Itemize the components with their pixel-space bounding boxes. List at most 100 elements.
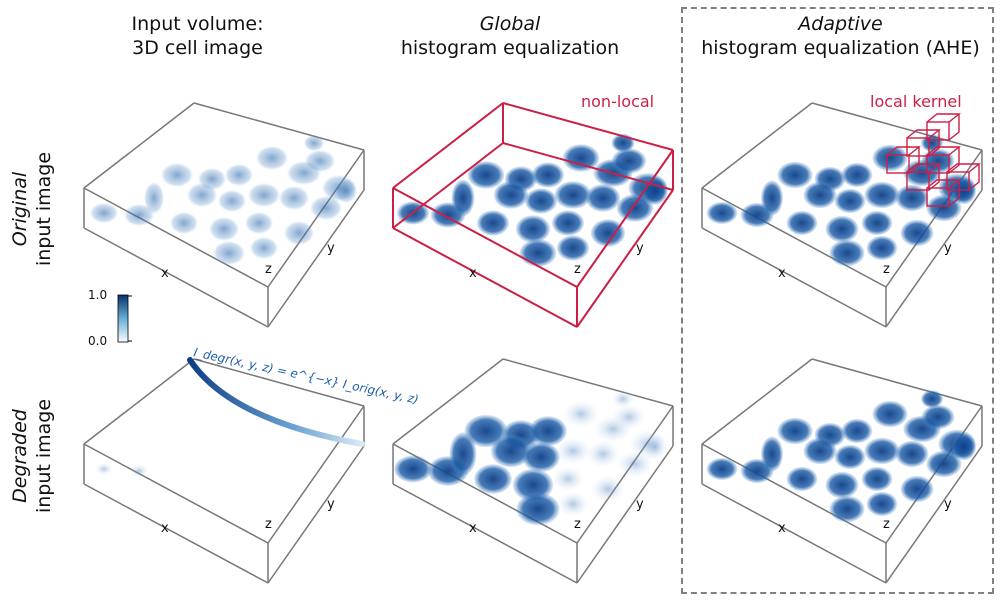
non-local-box [392, 102, 674, 328]
cell-cloud [706, 134, 977, 267]
cell-cloud [90, 135, 357, 265]
cell-nucleus [900, 475, 934, 503]
box-edge [811, 358, 983, 407]
cell-nucleus [218, 190, 246, 212]
cell-nucleus [95, 463, 113, 475]
cell-nucleus [829, 495, 865, 523]
axis-label-x: x [778, 266, 786, 281]
non-local-edge [576, 149, 674, 288]
cell-nucleus [642, 177, 668, 205]
cell-nucleus [829, 239, 865, 267]
box-edge [701, 187, 887, 288]
cell-nucleus [563, 400, 599, 428]
box-edge [83, 187, 269, 288]
local-kernel-cube [906, 163, 941, 173]
box-edge [701, 102, 813, 189]
local-kernel-cube [926, 154, 950, 174]
cell-nucleus [130, 464, 148, 478]
axis-label-y: y [636, 241, 644, 256]
volume-box [701, 358, 983, 584]
cell-nucleus [895, 440, 929, 468]
axis-label-x: x [469, 521, 477, 536]
cell-nucleus [866, 491, 898, 517]
cell-nucleus [861, 466, 893, 492]
cell-nucleus [864, 181, 900, 209]
local-kernel-cube [906, 129, 941, 139]
box-edge [502, 358, 674, 407]
cell-nucleus [512, 468, 554, 502]
cell-nucleus [864, 437, 900, 465]
cell-cloud [394, 414, 567, 526]
cell-nucleus [777, 417, 813, 445]
cell-nucleus [706, 458, 738, 480]
cell-nucleus [555, 437, 591, 465]
box-edge [267, 189, 365, 328]
box-edge [83, 483, 269, 584]
column-title-global: Global histogram equalization [400, 13, 620, 59]
cell-nucleus [921, 404, 955, 430]
cell-nucleus [895, 184, 929, 212]
cell-nucleus [803, 181, 837, 209]
local-kernel-cube [926, 179, 961, 189]
cell-nucleus [213, 241, 245, 265]
non-local-edge [392, 102, 504, 189]
axis-label-x: x [161, 266, 169, 281]
cell-nucleus [170, 212, 198, 234]
cell-nucleus [310, 196, 342, 220]
local-kernel-cube [908, 147, 920, 174]
cell-nucleus [586, 440, 620, 468]
local-kernel-boxes [886, 113, 981, 207]
box-edge [267, 405, 365, 544]
cell-nucleus [611, 148, 647, 174]
degradation-curve [187, 357, 365, 447]
axis-label-z: z [883, 262, 890, 277]
cell-nucleus [493, 181, 529, 209]
axis-label-z: z [265, 262, 272, 277]
cell-nucleus [245, 212, 273, 234]
cell-nucleus [841, 418, 873, 444]
axis-label-y: y [327, 497, 335, 512]
local-kernel-cube [906, 137, 930, 157]
cell-nucleus [490, 434, 532, 468]
colorbar [117, 294, 129, 343]
local-kernel-cube [948, 180, 960, 207]
cell-nucleus [529, 416, 567, 446]
box-edge [701, 443, 887, 544]
cell-nucleus [617, 450, 653, 478]
column-title-adaptive: Adaptive histogram equalization (AHE) [701, 13, 980, 59]
cell-nucleus [554, 181, 592, 209]
cell-nucleus [256, 146, 288, 170]
volume-box [83, 358, 365, 584]
cell-nucleus [872, 400, 908, 428]
cell-nucleus [612, 390, 634, 408]
column-title-input: Input volume: 3D cell image [131, 13, 264, 59]
cell-nucleus [900, 219, 934, 247]
cell-cloud [552, 390, 668, 517]
cell-nucleus [519, 239, 557, 267]
cell-nucleus [825, 215, 859, 243]
colorbar-max-label: 1.0 [88, 288, 108, 302]
box-edge [811, 102, 983, 151]
colorbar-min-label: 0.0 [88, 334, 108, 348]
box-edge [392, 483, 578, 584]
cell-nucleus [803, 437, 837, 465]
cell-nucleus [474, 464, 512, 494]
cell-cloud [706, 390, 977, 523]
local-kernel-cube [946, 171, 970, 191]
volume-box [701, 102, 983, 328]
axis-label-y: y [944, 497, 952, 512]
cell-nucleus [279, 186, 309, 210]
cell-nucleus [706, 202, 738, 224]
non-local-label: non-local [581, 92, 655, 111]
axis-label-z: z [265, 517, 272, 532]
cell-nucleus [284, 221, 314, 245]
local-kernel-cube [906, 171, 930, 191]
ahe-dashed-frame [681, 7, 994, 594]
local-kernel-cube [926, 113, 961, 123]
cell-nucleus [516, 492, 560, 526]
cell-nucleus [305, 150, 335, 172]
cell-nucleus [872, 144, 908, 172]
cell-nucleus [951, 433, 977, 461]
local-kernel-cube [928, 130, 940, 157]
